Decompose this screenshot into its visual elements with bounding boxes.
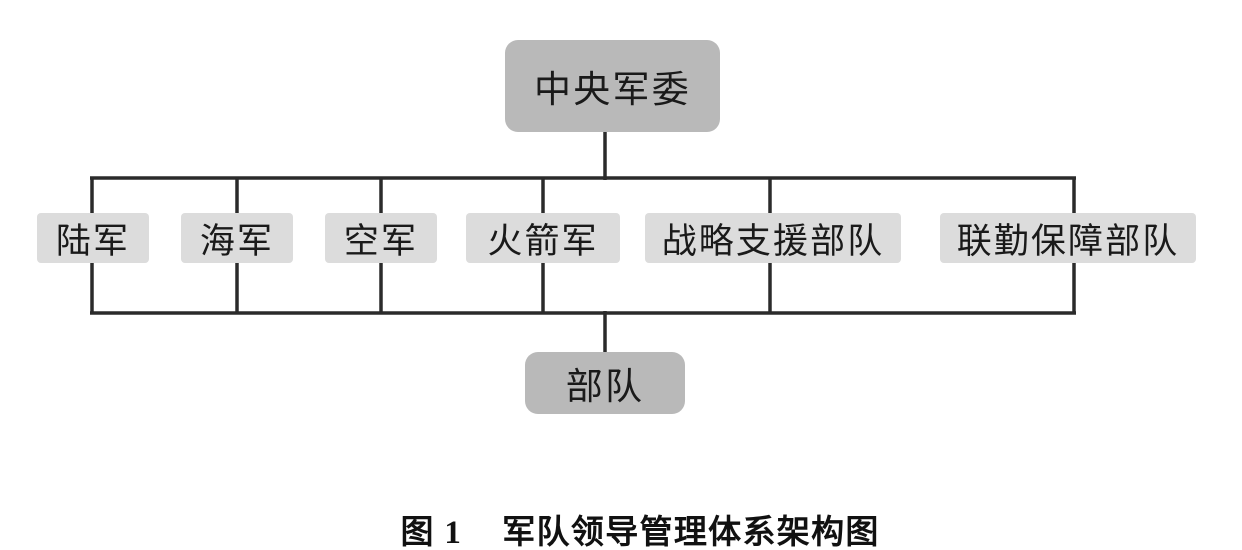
node-label-navy: 海军 — [199, 221, 275, 261]
node-label-strategic-support-force: 战略支援部队 — [661, 221, 885, 261]
node-label-central-military-commission: 中央军委 — [534, 70, 691, 111]
node-air-force[interactable]: 空军 — [325, 213, 437, 263]
figure-caption-title: 军队领导管理体系架构图 — [502, 515, 880, 550]
node-central-military-commission[interactable]: 中央军委 — [505, 40, 720, 132]
node-joint-logistic-support-force[interactable]: 联勤保障部队 — [940, 213, 1196, 263]
org-chart-connectors — [90, 130, 1076, 354]
node-rocket-force[interactable]: 火箭军 — [466, 213, 620, 263]
node-label-air-force: 空军 — [343, 221, 419, 261]
node-label-joint-logistic-support-force: 联勤保障部队 — [956, 221, 1180, 261]
figure-caption: 图 1 军队领导管理体系架构图 — [0, 468, 1242, 550]
node-label-army: 陆军 — [55, 221, 131, 261]
node-strategic-support-force[interactable]: 战略支援部队 — [645, 213, 901, 263]
node-troops[interactable]: 部队 — [525, 352, 685, 414]
node-label-troops: 部队 — [565, 367, 645, 408]
node-label-rocket-force: 火箭军 — [487, 221, 599, 261]
node-army[interactable]: 陆军 — [37, 213, 149, 263]
node-navy[interactable]: 海军 — [181, 213, 293, 263]
figure-caption-number: 图 1 — [400, 515, 463, 550]
